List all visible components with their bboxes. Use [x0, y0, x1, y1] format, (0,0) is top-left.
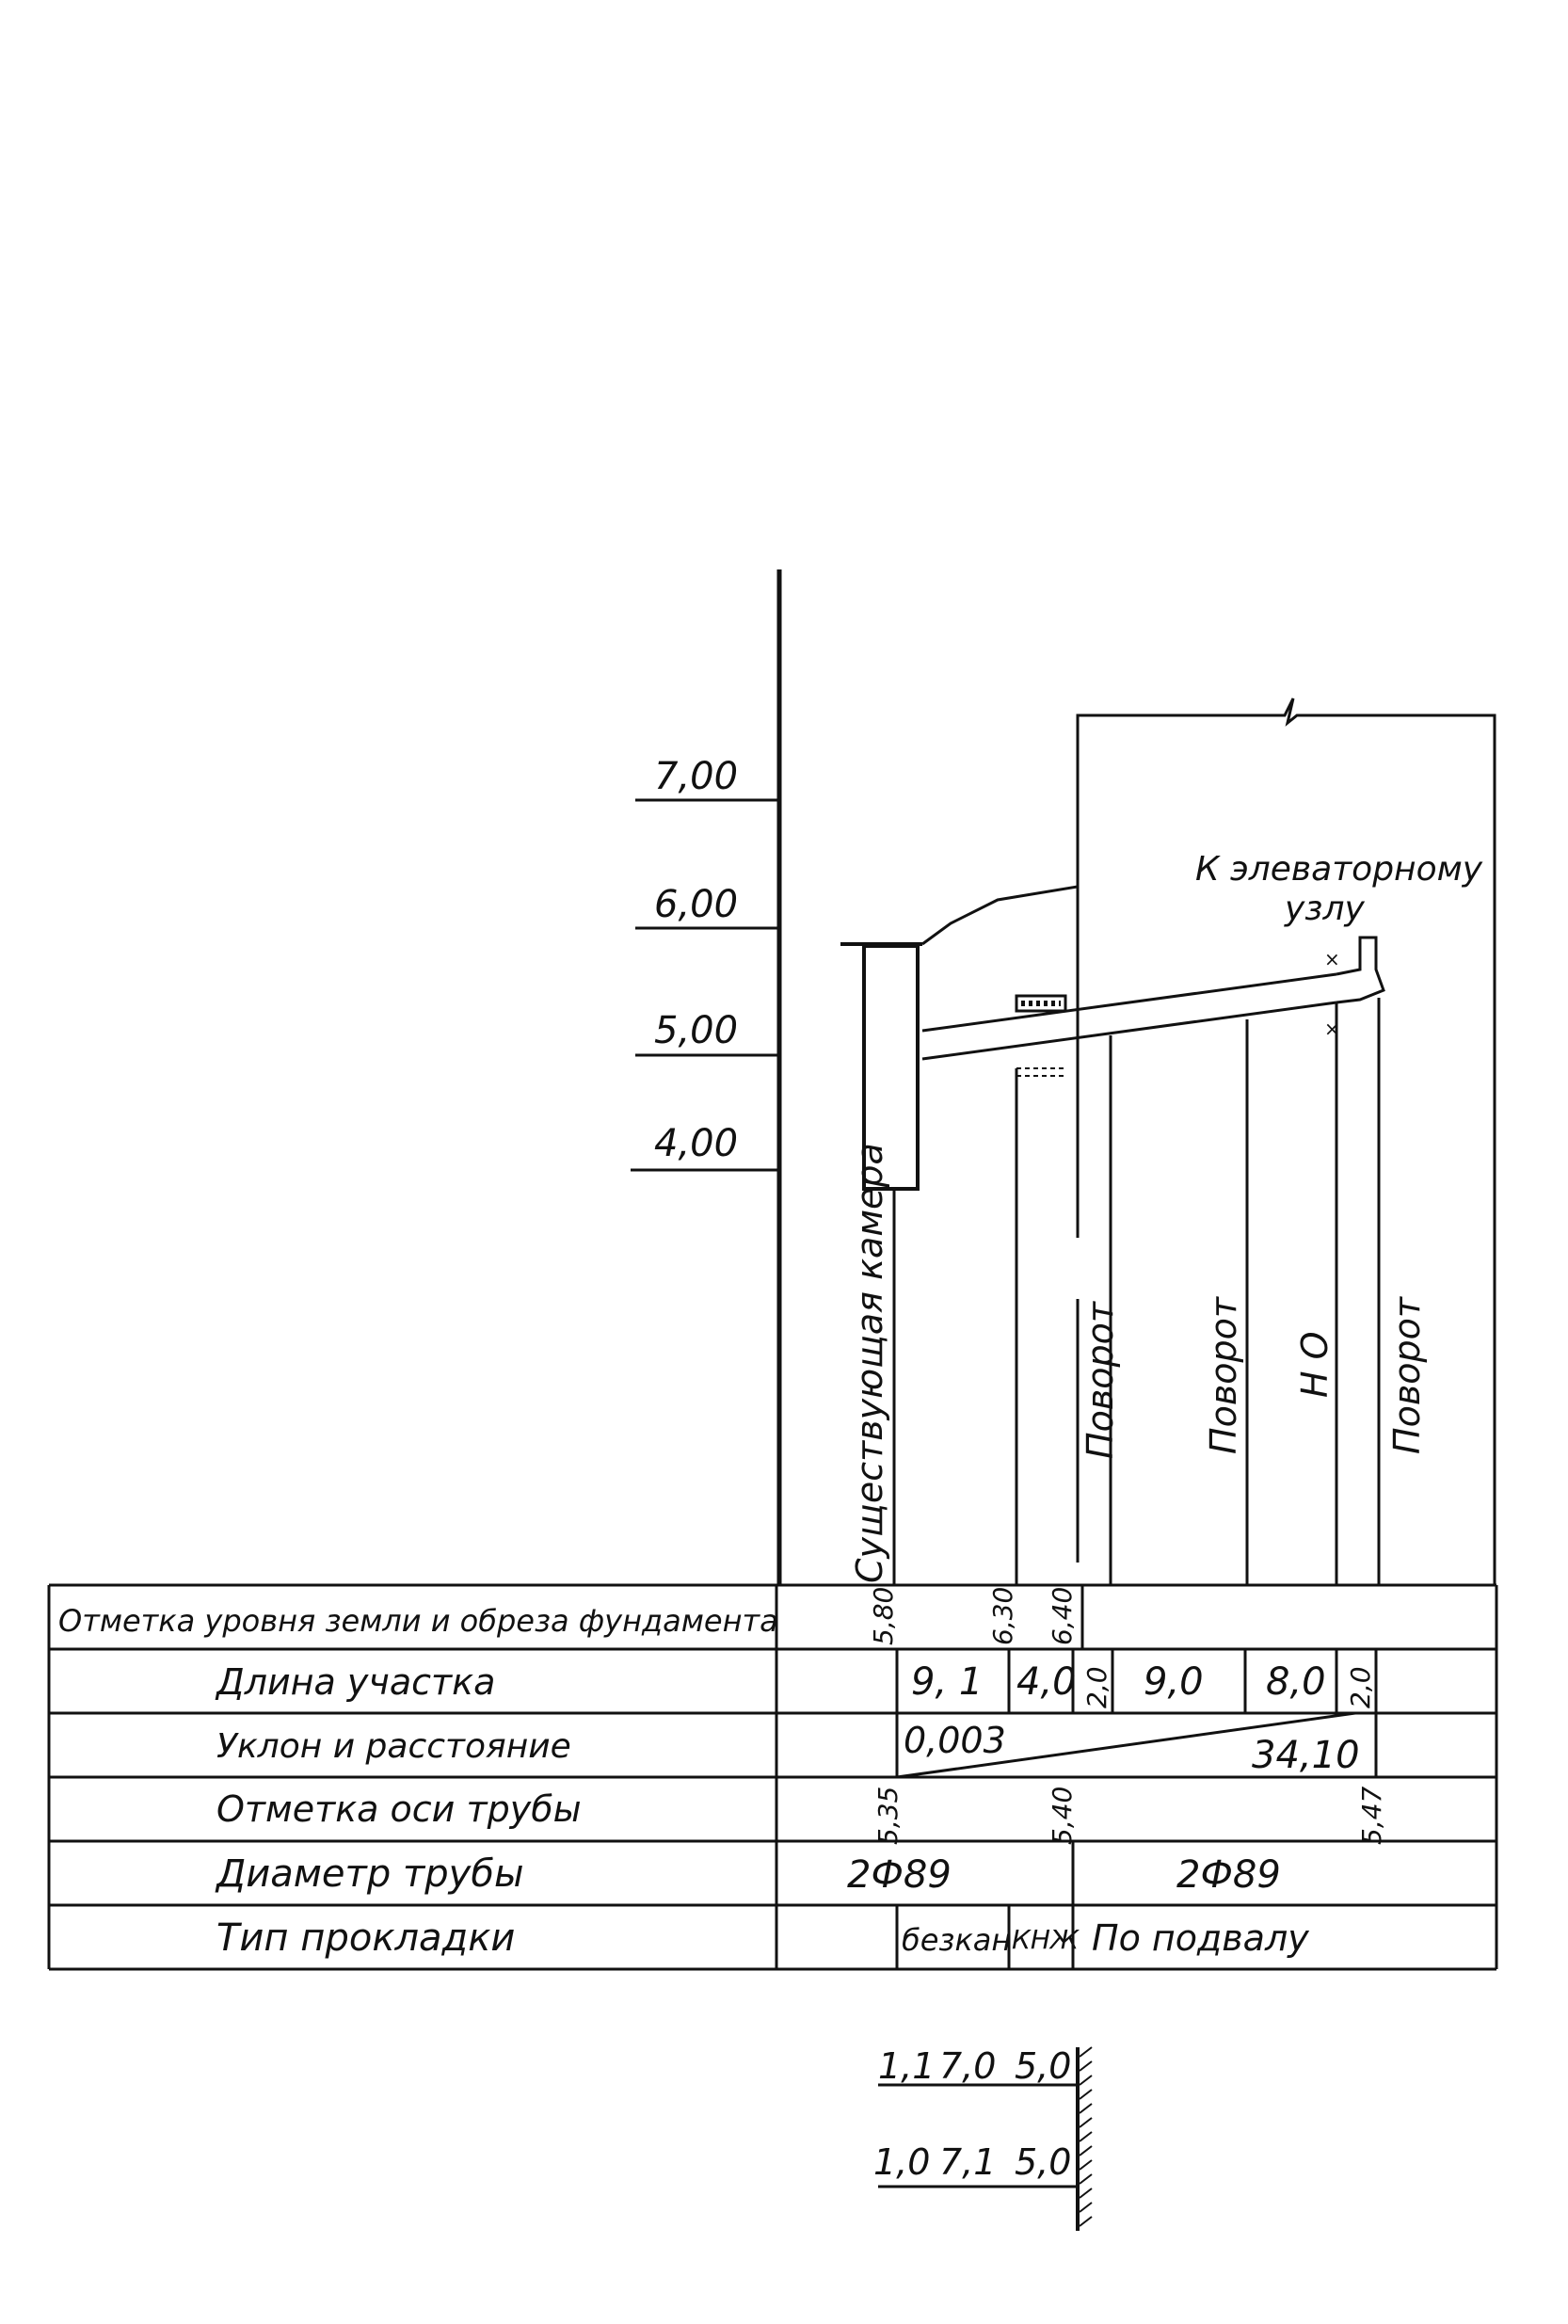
slope-value: 0,003	[904, 1720, 1006, 1761]
support-mark-icon: ×	[1324, 948, 1340, 970]
elevation-label: 4,00	[654, 1122, 738, 1165]
ground-mark: 6,40	[1047, 1587, 1078, 1645]
detail-value: 1,1	[878, 2045, 935, 2087]
pipe-bottom	[921, 1001, 1337, 1061]
elevation-label: 6,00	[654, 883, 738, 926]
existing-chamber	[840, 942, 922, 1585]
ground-surface	[921, 885, 1079, 946]
row-label: Длина участка	[215, 1661, 495, 1703]
fixed-support-label: Н О	[1294, 1331, 1336, 1398]
laying-type: безкан	[902, 1922, 1011, 1958]
pipe-riser	[1336, 936, 1385, 1004]
pipeline: × ×	[921, 936, 1385, 1077]
laying-type: КНЖ	[1012, 1924, 1080, 1955]
profile-table: Отметка уровня земли и обреза фундамента…	[47, 1583, 1498, 1971]
chamber-box	[862, 944, 920, 1191]
detail-value: 5,0	[1015, 2141, 1071, 2183]
turn-label: Поворот	[1080, 1300, 1121, 1459]
section-length: 2,0	[1345, 1666, 1376, 1708]
existing-chamber-label: Существующая камера	[849, 1143, 890, 1583]
elevation-label: 7,00	[654, 755, 738, 798]
detail-value: 1,0	[873, 2141, 930, 2183]
pipe-diameter: 2Ф89	[1176, 1853, 1281, 1897]
distance-value: 34,10	[1252, 1734, 1360, 1777]
wall-hatch	[1079, 2046, 1093, 2227]
building-outline	[921, 697, 1496, 1585]
laying-type: По подвалу	[1092, 1917, 1309, 1959]
elevation-label: 5,00	[654, 1009, 738, 1052]
ground-mark: 6,30	[987, 1587, 1018, 1645]
building-wall	[1076, 697, 1496, 1585]
detail-value: 5,0	[1015, 2045, 1071, 2087]
row-label: Уклон и расстояние	[216, 1727, 571, 1766]
section-length: 8,0	[1266, 1660, 1326, 1704]
section-detail: 1,1 7,0 5,0 1,0 7,1 5,0	[873, 2045, 1093, 2231]
detail-value: 7,0	[939, 2045, 996, 2087]
section-length: 9,0	[1144, 1660, 1204, 1704]
slope-line	[896, 1711, 1356, 1779]
turn-label: Поворот	[1386, 1295, 1428, 1454]
row-label: Тип прокладки	[216, 1916, 515, 1960]
section-length: 9, 1	[911, 1660, 983, 1704]
pipe-axis-mark: 5,35	[872, 1787, 904, 1845]
section-length: 4,0	[1016, 1660, 1077, 1704]
pipe-axis-mark: 5,47	[1356, 1786, 1387, 1845]
elevation-scale: 7,00 6,00 5,00 4,00	[631, 569, 782, 1585]
pipe-diameter: 2Ф89	[847, 1853, 952, 1897]
station-lines	[1015, 998, 1381, 1585]
pipe-axis-mark: 5,40	[1047, 1787, 1078, 1845]
row-label: Диаметр трубы	[215, 1852, 524, 1896]
detail-value: 7,1	[939, 2141, 996, 2183]
annotations: К элеваторному узлу Существующая камера …	[849, 850, 1483, 1583]
turn-label: Поворот	[1203, 1295, 1244, 1454]
destination-label: К элеваторному	[1195, 850, 1483, 889]
pipe-top	[921, 972, 1337, 1033]
row-label: Отметка уровня земли и обреза фундамента	[58, 1603, 778, 1639]
section-length: 2,0	[1081, 1666, 1112, 1708]
row-label: Отметка оси трубы	[216, 1788, 582, 1830]
destination-label: узлу	[1284, 890, 1365, 928]
wall-sleeve-top	[1015, 994, 1067, 1013]
ground-mark: 5,80	[868, 1587, 899, 1645]
